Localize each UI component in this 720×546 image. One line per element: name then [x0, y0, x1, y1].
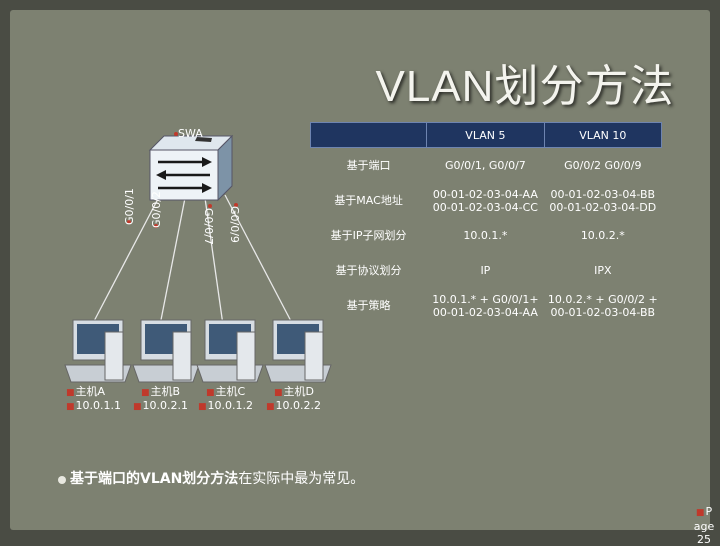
table-header-cell: [309, 122, 428, 148]
bullet-icon: ■: [141, 388, 150, 398]
table-cell: 基于MAC地址: [334, 194, 403, 207]
table-row: 基于MAC地址 00-01-02-03-04-AA 00-01-02-03-04-…: [311, 183, 662, 218]
link-port1-hostA: [91, 194, 161, 326]
host-icon-A: [64, 319, 132, 383]
table-row: 基于策略 10.0.1.* + G0/0/1+ 00-01-02-03-04-AA…: [311, 288, 662, 323]
table-cell: 10.0.2.* + G0/0/2 + 00-01-02-03-04-BB: [547, 292, 658, 319]
port-label-2: G0/0/2: [150, 191, 163, 228]
bullet-icon: ■: [66, 388, 75, 398]
table-cell: 基于端口: [346, 159, 391, 172]
host-icon-D: [264, 319, 332, 383]
host-icon-B: [132, 319, 200, 383]
slide-panel: [10, 10, 710, 530]
bullet-icon: ■: [66, 402, 75, 412]
table-cell: G0/0/2 G0/0/9: [564, 159, 642, 172]
link-port9-hostD: [224, 194, 294, 326]
bullet-icon: ■: [266, 402, 275, 412]
bullet-icon: ■: [198, 402, 207, 412]
bullet-icon: ■: [133, 402, 142, 412]
link-port2-hostB: [159, 197, 186, 326]
port-dot-1: [127, 220, 131, 224]
vlan-method-table: VLAN 5 VLAN 10 基于端口 G0/0/1, G0/0/7 G0/0/2 …: [309, 122, 663, 323]
port-label-7: G0/0/7: [202, 208, 215, 245]
port-dot-7: [208, 204, 212, 208]
table-header-cell: VLAN 10: [543, 122, 663, 148]
table-cell: 基于策略: [346, 299, 391, 312]
host-label-C: ■主机C ■10.0.1.2: [198, 385, 253, 412]
switch-icon: [148, 134, 234, 202]
table-cell: IP: [480, 264, 491, 277]
port-dot-9: [234, 203, 238, 207]
host-label-B: ■主机B ■10.0.2.1: [133, 385, 188, 412]
port-dot-2: [154, 224, 158, 228]
switch-label: SWA: [178, 127, 203, 140]
link-port7-hostC: [204, 197, 224, 326]
table-cell: IPX: [594, 264, 612, 277]
table-cell: 00-01-02-03-04-BB 00-01-02-03-04-DD: [549, 187, 657, 214]
summary-text: 基于端口的VLAN划分方法在实际中最为常见。: [70, 471, 365, 487]
table-cell: 基于IP子网划分: [330, 229, 407, 242]
table-cell: 10.0.1.* + G0/0/1+ 00-01-02-03-04-AA: [432, 292, 539, 319]
bullet-icon: ■: [206, 388, 215, 398]
host-icon-C: [196, 319, 264, 383]
port-label-9: G0/0/9: [228, 206, 241, 243]
swa-dot: [174, 132, 178, 136]
bullet-icon: ■: [695, 508, 705, 518]
page-title: VLAN划分方法: [375, 62, 675, 111]
host-label-D: ■主机D ■10.0.2.2: [266, 385, 321, 412]
table-cell: 10.0.2.*: [580, 229, 625, 242]
port-label-1: G0/0/1: [123, 188, 136, 225]
table-row: 基于IP子网划分 10.0.1.* 10.0.2.*: [311, 218, 662, 253]
table-cell: G0/0/1, G0/0/7: [444, 159, 526, 172]
table-row: 基于协议划分 IP IPX: [311, 253, 662, 288]
table-header-row: VLAN 5 VLAN 10: [309, 122, 663, 148]
summary-bullet-icon: [58, 476, 66, 484]
bullet-icon: ■: [274, 388, 283, 398]
table-header-cell: VLAN 5: [426, 122, 545, 148]
table-cell: 10.0.1.*: [463, 229, 508, 242]
table-cell: 00-01-02-03-04-AA 00-01-02-03-04-CC: [432, 187, 538, 214]
table-row: 基于端口 G0/0/1, G0/0/7 G0/0/2 G0/0/9: [311, 148, 662, 184]
host-label-A: ■主机A ■10.0.1.1: [66, 385, 121, 412]
table-cell: 基于协议划分: [335, 264, 402, 277]
